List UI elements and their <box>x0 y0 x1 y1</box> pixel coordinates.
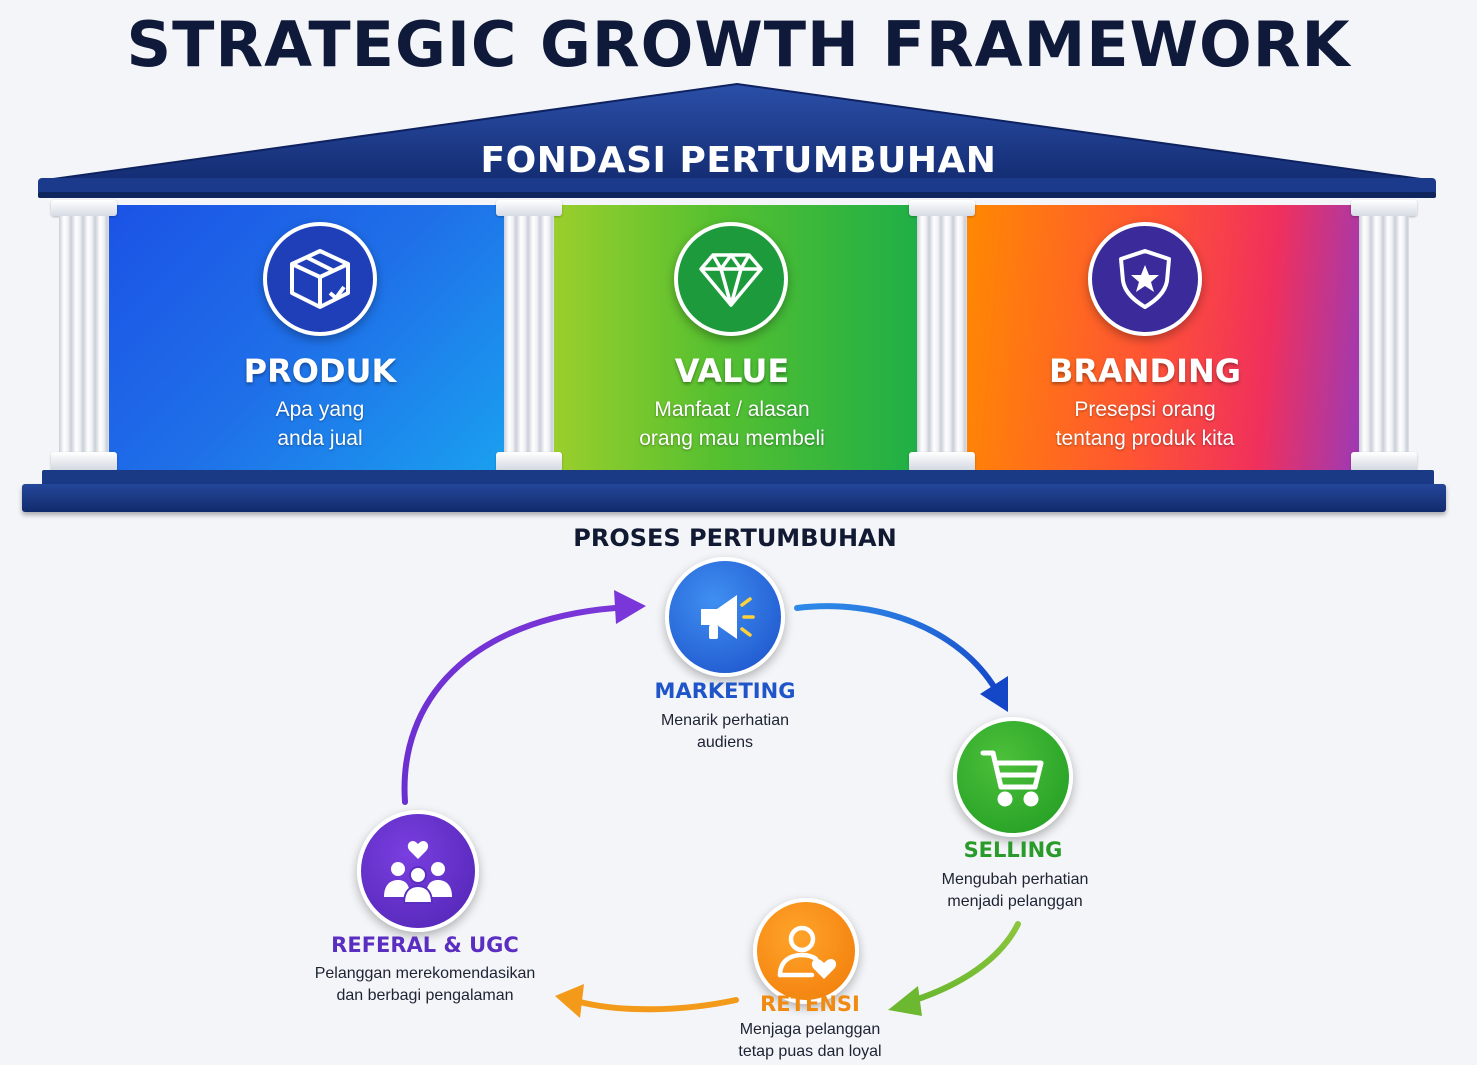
step-title-referal: REFERAL & UGC <box>331 933 519 957</box>
pillar-title-produk: PRODUK <box>243 352 397 390</box>
user-heart-icon <box>753 898 859 1004</box>
step-desc-referal: Pelanggan merekomendasikan dan berbagi p… <box>314 965 536 1004</box>
step-desc-selling: Mengubah perhatian menjadi pelanggan <box>941 871 1089 910</box>
pillar-desc-value: Manfaat / alasan orang mau membeli <box>639 398 825 450</box>
shield-star-icon <box>1088 222 1202 336</box>
shopping-cart-icon <box>953 717 1073 837</box>
step-title-retensi: RETENSI <box>760 992 860 1016</box>
column <box>909 200 975 472</box>
diamond-icon <box>674 222 788 336</box>
step-title-marketing: MARKETING <box>654 679 796 703</box>
arrow-marketing-to-selling <box>794 603 1008 712</box>
community-heart-icon <box>357 810 479 932</box>
column <box>496 200 562 472</box>
arrow-referal-to-marketing <box>401 590 646 805</box>
page-title: STRATEGIC GROWTH FRAMEWORK <box>126 8 1351 81</box>
temple-step <box>42 470 1434 486</box>
step-title-selling: SELLING <box>963 838 1063 862</box>
foundation-label: FONDASI PERTUMBUHAN <box>480 140 997 181</box>
arrow-selling-to-retensi <box>888 921 1021 1016</box>
box-icon <box>263 222 377 336</box>
temple-roof <box>38 82 1436 198</box>
megaphone-icon <box>665 557 785 677</box>
process-heading: PROSES PERTUMBUHAN <box>573 524 897 552</box>
pillar-desc-produk: Apa yang anda jual <box>275 398 365 450</box>
column <box>51 200 117 472</box>
pillar-desc-branding: Presepsi orang tentang produk kita <box>1055 398 1235 450</box>
pillar-title-value: VALUE <box>674 352 790 390</box>
arrow-retensi-to-referal <box>555 984 739 1018</box>
step-desc-retensi: Menjaga pelanggan tetap puas dan loyal <box>738 1021 882 1060</box>
temple-base <box>22 484 1446 512</box>
step-desc-marketing: Menarik perhatian audiens <box>660 712 790 751</box>
column <box>1351 200 1417 472</box>
pillar-title-branding: BRANDING <box>1048 352 1242 390</box>
